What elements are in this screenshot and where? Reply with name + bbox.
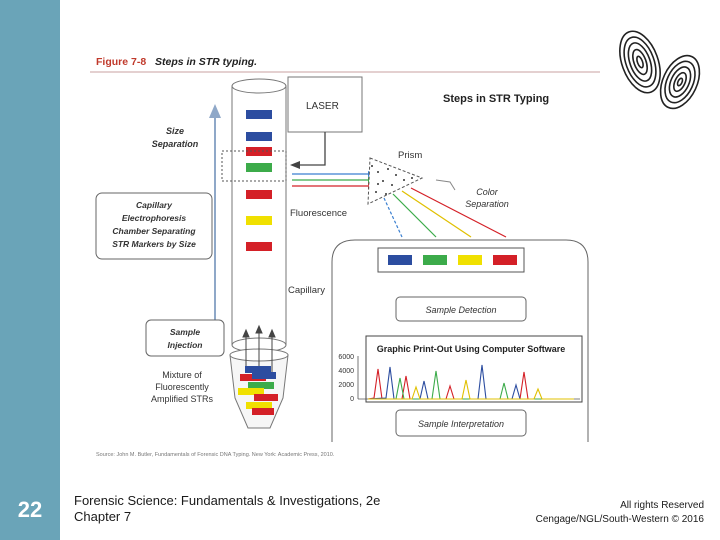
detector-blue	[388, 255, 412, 265]
sidebar-band	[0, 0, 60, 540]
chamber-box	[95, 192, 213, 260]
slide-number: 22	[17, 497, 43, 522]
band-red	[246, 190, 272, 199]
separation-label: Separation	[465, 199, 509, 209]
band-red	[246, 242, 272, 251]
electropherogram-traces	[367, 364, 574, 400]
sample-interpretation-box	[395, 409, 527, 437]
capillary-tube	[231, 78, 287, 353]
fingerprint-icon	[619, 30, 701, 110]
y-tick: 2000	[338, 382, 354, 389]
mixture-line: Mixture of	[162, 370, 202, 380]
y-tick: 0	[350, 396, 354, 403]
detection-window	[221, 150, 287, 182]
detector-red	[493, 255, 517, 265]
vial-fragments	[238, 366, 278, 415]
laser-label: LASER	[306, 101, 339, 112]
detector-yellow	[458, 255, 482, 265]
injection-line: Injection	[168, 340, 203, 350]
chapter-label: Chapter 7	[74, 509, 132, 524]
source-credit: Source: John M. Butler, Fundamentals of …	[96, 452, 335, 458]
figure-title: Steps in STR typing.	[155, 56, 257, 68]
publisher-text: Cengage/NGL/South-Western © 2016	[535, 514, 704, 525]
chamber-line: Capillary	[136, 200, 173, 210]
course-title: Forensic Science: Fundamentals & Investi…	[74, 493, 381, 508]
laser-box	[287, 76, 363, 133]
sample-detection-box	[395, 296, 527, 322]
detector-green	[423, 255, 447, 265]
rights-text: All rights Reserved	[620, 500, 704, 511]
fluorescence-label: Fluorescence	[290, 208, 347, 219]
str-typing-diagram: Figure 7-8 Steps in STR typing. Steps in…	[90, 30, 701, 458]
sample-interpretation-label: Sample Interpretation	[418, 419, 504, 429]
diagram-heading: Steps in STR Typing	[443, 93, 549, 105]
course-info: Forensic Science: Fundamentals & Investi…	[74, 493, 380, 525]
printout-title: Graphic Print-Out Using Computer Softwar…	[377, 344, 566, 354]
fluorescence-arrows	[292, 171, 376, 189]
capillary-label: Capillary	[288, 285, 325, 296]
y-tick: 4000	[338, 368, 354, 375]
prism-dots	[371, 165, 413, 195]
sample-injection-box	[145, 319, 225, 357]
figure-label: Figure 7-8	[96, 56, 146, 68]
y-tick: 6000	[338, 354, 354, 361]
laser-beam	[298, 132, 326, 166]
copyright-info: All rights Reserved Cengage/NGL/South-We…	[536, 499, 704, 527]
chamber-line: Electrophoresis	[122, 213, 187, 223]
chamber-line: STR Markers by Size	[112, 239, 196, 249]
color-rays	[383, 187, 507, 238]
mixture-line: Amplified STRs	[151, 394, 214, 404]
prism	[367, 157, 424, 205]
band-green	[246, 163, 272, 172]
sample-detection-label: Sample Detection	[425, 305, 496, 315]
separation-label: Separation	[152, 139, 199, 149]
injection-arrows	[242, 324, 276, 372]
band-yellow	[246, 216, 272, 225]
color-label: Color	[476, 187, 499, 197]
mixture-line: Fluorescently	[155, 382, 209, 392]
band-blue	[246, 110, 272, 119]
chamber-line: Chamber Separating	[112, 226, 196, 236]
prism-label: Prism	[398, 150, 422, 161]
size-label: Size	[166, 126, 184, 136]
injection-line: Sample	[170, 327, 201, 337]
band-blue	[246, 132, 272, 141]
